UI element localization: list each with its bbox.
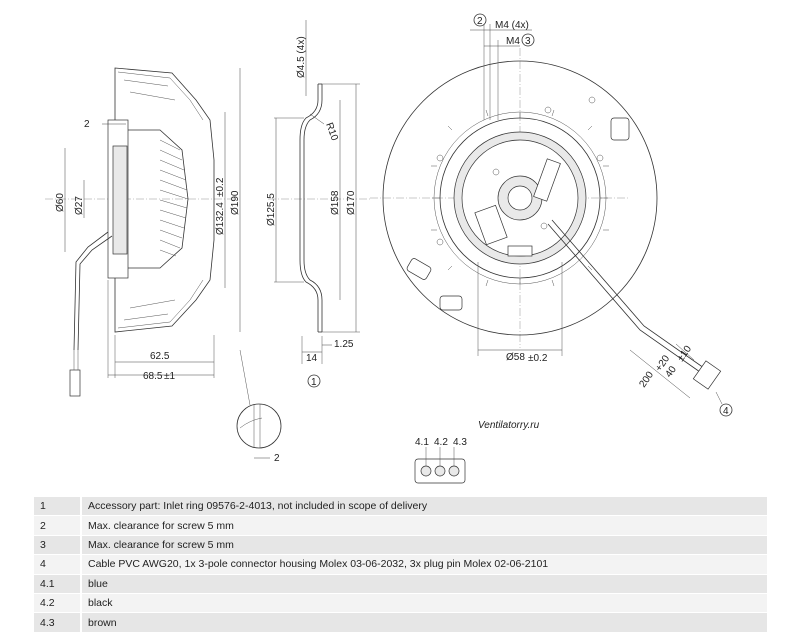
legend-key: 3 (34, 535, 82, 556)
dim-d190: Ø190 (230, 190, 241, 215)
legend-text: blue (81, 574, 767, 594)
dim-d60: Ø60 (55, 193, 66, 212)
legend-text: Max. clearance for screw 5 mm (81, 535, 767, 556)
dim-d132: Ø132.4 (215, 202, 226, 235)
dim-m4-4x: M4 (4x) (495, 20, 529, 31)
legend-key: 4.3 (34, 612, 82, 633)
connector-view: 4.1 4.2 4.3 (414, 437, 467, 484)
callout-1: 1 (311, 377, 317, 388)
dim-len62: 62.5 (150, 351, 170, 362)
legend-key: 4.2 (34, 593, 82, 614)
dim-d58-tol: ±0.2 (528, 353, 548, 364)
dim-d132-tol: ±0.2 (215, 177, 226, 197)
detail-view: 2 (236, 349, 282, 464)
legend-text: Cable PVC AWG20, 1x 3-pole connector hou… (81, 554, 767, 575)
dim-m4: M4 (506, 36, 520, 47)
dim-radius: R10 (323, 121, 340, 142)
dim-hole: Ø4.5 (4x) (296, 36, 307, 78)
dim-cable40-tol: ±10 (675, 343, 694, 363)
dim-len68: 68.5 (143, 371, 163, 382)
legend-text: black (81, 593, 767, 614)
connector-pin-1: 4.1 (415, 437, 429, 448)
technical-drawing: Ventilatorry.ru 2 Ø60 Ø27 Ø132.4 ±0.2 (45, 13, 733, 484)
callout-2: 2 (477, 16, 483, 27)
legend-key: 4 (34, 554, 82, 575)
callout-4: 4 (723, 406, 729, 417)
dim-cable200: 200 (637, 369, 656, 389)
legend-text: Max. clearance for screw 5 mm (81, 515, 767, 536)
connector-pin-3: 4.3 (453, 437, 467, 448)
callout-3: 3 (525, 36, 531, 47)
watermark: Ventilatorry.ru (478, 420, 540, 431)
front-view: 2 M4 (4x) M4 3 Ø58 ±0.2 200 +20 40 ±10 4 (370, 13, 733, 417)
dim-len68-tol: ±1 (164, 371, 175, 382)
detail-clearance-label: 2 (274, 453, 280, 464)
dim-d158: Ø158 (330, 190, 341, 215)
dim-d58: Ø58 (506, 352, 525, 363)
connector-pin-2: 4.2 (434, 437, 448, 448)
side-view: 2 Ø60 Ø27 Ø132.4 ±0.2 Ø190 62.5 68.5 ±1 (45, 67, 241, 397)
dim-d170: Ø170 (346, 190, 357, 215)
inlet-ring-section: Ø4.5 (4x) R10 Ø125.5 Ø158 Ø170 14 1.25 1 (266, 20, 370, 388)
legend-text: brown (81, 612, 767, 633)
side-clearance-label: 2 (84, 119, 90, 130)
legend-key: 2 (34, 515, 82, 536)
dim-w14: 14 (306, 353, 318, 364)
legend-key: 4.1 (34, 574, 82, 594)
dim-d27: Ø27 (74, 196, 85, 215)
dim-d125: Ø125.5 (266, 193, 277, 226)
legend-text: Accessory part: Inlet ring 09576-2-4013,… (81, 497, 767, 517)
legend-key: 1 (34, 497, 82, 517)
dim-w125: 1.25 (334, 339, 354, 350)
